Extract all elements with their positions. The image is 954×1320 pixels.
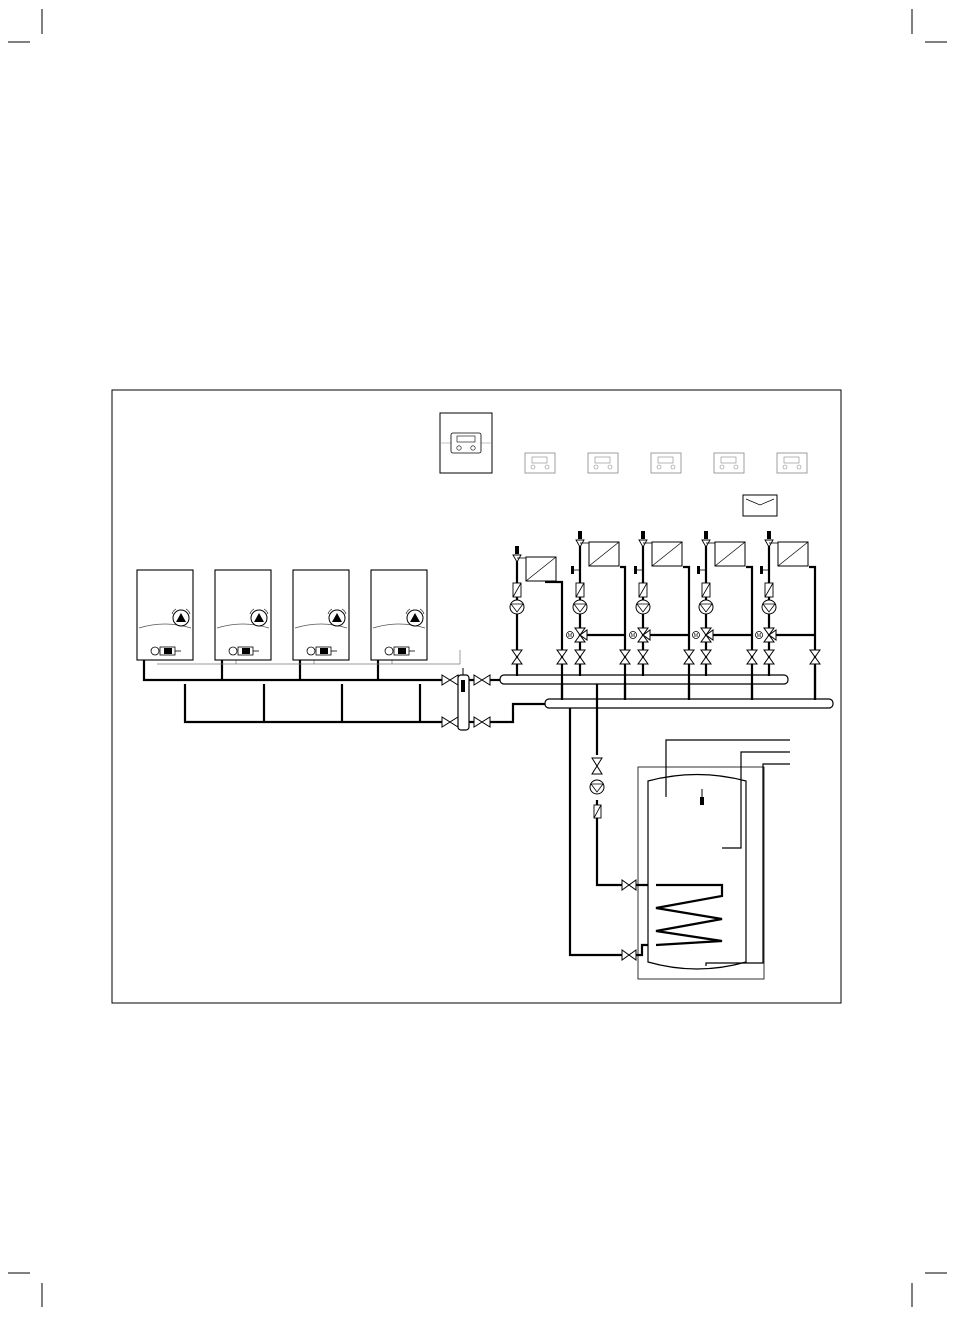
room-control-unit (651, 453, 681, 473)
cylinder-pipework (570, 684, 656, 955)
svg-text:M: M (757, 633, 761, 639)
cylinder-check-valve (594, 805, 601, 818)
boiler-unit (215, 570, 271, 660)
room-control-unit (714, 453, 744, 473)
flow-manifold (500, 675, 788, 684)
return-manifold (545, 699, 833, 708)
room-control-unit (777, 453, 807, 473)
boiler-unit (371, 570, 427, 660)
svg-text:M: M (568, 633, 572, 639)
room-control-unit (525, 453, 555, 473)
hot-water-cylinder (638, 767, 764, 979)
system-controller (440, 413, 492, 473)
svg-text:M: M (631, 633, 635, 639)
cylinder-charge-pump (590, 780, 604, 794)
low-loss-header (458, 668, 469, 730)
svg-text:M: M (694, 633, 698, 639)
room-control-unit (588, 453, 618, 473)
outdoor-sensor (743, 495, 777, 516)
boilers (137, 570, 427, 660)
room-controls (525, 453, 807, 473)
boiler-unit (293, 570, 349, 660)
boiler-unit (137, 570, 193, 660)
boiler-pipework (144, 658, 545, 722)
